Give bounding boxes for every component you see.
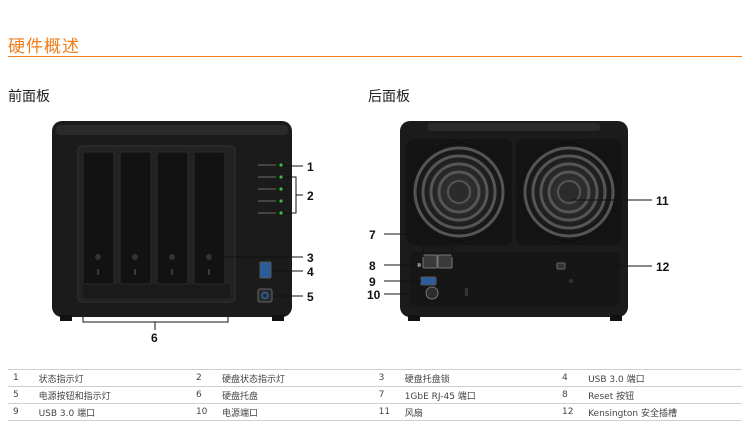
lan-port-1[interactable] [422, 254, 438, 269]
legend-text: Kensington 安全插槽 [583, 403, 742, 421]
reset-button[interactable] [417, 263, 421, 267]
front-usb-port[interactable] [259, 261, 272, 279]
legend-text: 硬盘状态指示灯 [217, 369, 374, 387]
drive-tray-4[interactable] [193, 151, 226, 285]
callout-6: 6 [151, 331, 158, 345]
disk-led-4 [279, 211, 283, 215]
rear-usb-port[interactable] [420, 276, 437, 286]
legend-num: 9 [8, 403, 34, 421]
tray-lock-3[interactable] [169, 254, 175, 260]
legend-text: Reset 按钮 [583, 386, 742, 404]
legend-num: 1 [8, 369, 34, 387]
legend-text: 风扇 [399, 403, 557, 421]
tray-lock-2[interactable] [132, 254, 138, 260]
disk-led-2 [279, 187, 283, 191]
callout-7: 7 [369, 228, 376, 242]
legend-text: 状态指示灯 [33, 369, 191, 387]
drive-trays [82, 151, 226, 285]
legend-num: 2 [190, 369, 218, 387]
legend-text: USB 3.0 端口 [33, 403, 191, 421]
power-port[interactable] [425, 286, 439, 300]
legend-text: 硬盘托盘 [217, 386, 374, 404]
legend-num: 10 [190, 403, 218, 421]
title-divider [8, 56, 742, 57]
callout-1: 1 [307, 160, 314, 174]
tray-lock-1[interactable] [95, 254, 101, 260]
callout-5: 5 [307, 290, 314, 304]
power-button[interactable] [257, 288, 273, 303]
legend-num: 12 [557, 403, 584, 421]
kensington-slot[interactable] [556, 262, 566, 270]
fan-right [516, 139, 622, 245]
legend-text: 电源端口 [217, 403, 374, 421]
legend-row: 1 状态指示灯 2 硬盘状态指示灯 3 硬盘托盘锁 4 USB 3.0 端口 [8, 369, 742, 387]
callout-11: 11 [656, 194, 669, 208]
front-panel-title: 前面板 [8, 89, 50, 105]
callout-12: 12 [656, 260, 670, 274]
legend-num: 7 [373, 386, 400, 404]
legend-text: USB 3.0 端口 [583, 369, 742, 387]
page-title: 硬件概述 [8, 37, 80, 57]
legend-num: 4 [557, 369, 584, 387]
tray-lock-4[interactable] [206, 254, 212, 260]
callout-9: 9 [369, 275, 376, 289]
fan-left [406, 139, 512, 245]
lan-port-2[interactable] [437, 254, 453, 269]
drive-tray-1[interactable] [82, 151, 115, 285]
callout-2: 2 [307, 189, 314, 203]
rear-panel-title: 后面板 [368, 89, 410, 105]
callout-3: 3 [307, 251, 314, 265]
legend-table: 1 状态指示灯 2 硬盘状态指示灯 3 硬盘托盘锁 4 USB 3.0 端口 5… [8, 369, 742, 421]
legend-num: 8 [557, 386, 584, 404]
legend-num: 11 [373, 403, 400, 421]
legend-text: 电源按钮和指示灯 [33, 386, 191, 404]
legend-num: 5 [8, 386, 34, 404]
legend-text: 1GbE RJ-45 端口 [399, 386, 557, 404]
callout-8: 8 [369, 259, 376, 273]
legend-text: 硬盘托盘锁 [399, 369, 557, 387]
rear-leader-lines [384, 199, 652, 295]
front-leader-lines [82, 165, 303, 330]
callout-4: 4 [307, 265, 314, 279]
legend-num: 3 [373, 369, 400, 387]
callout-10: 10 [367, 288, 381, 302]
front-leds [258, 163, 283, 215]
disk-led-3 [279, 199, 283, 203]
disk-led-1 [279, 175, 283, 179]
legend-num: 6 [190, 386, 218, 404]
legend-row: 9 USB 3.0 端口 10 电源端口 11 风扇 12 Kensington… [8, 403, 742, 421]
legend-row: 5 电源按钮和指示灯 6 硬盘托盘 7 1GbE RJ-45 端口 8 Rese… [8, 386, 742, 404]
drive-tray-3[interactable] [156, 151, 189, 285]
status-led [279, 163, 283, 167]
drive-tray-2[interactable] [119, 151, 152, 285]
